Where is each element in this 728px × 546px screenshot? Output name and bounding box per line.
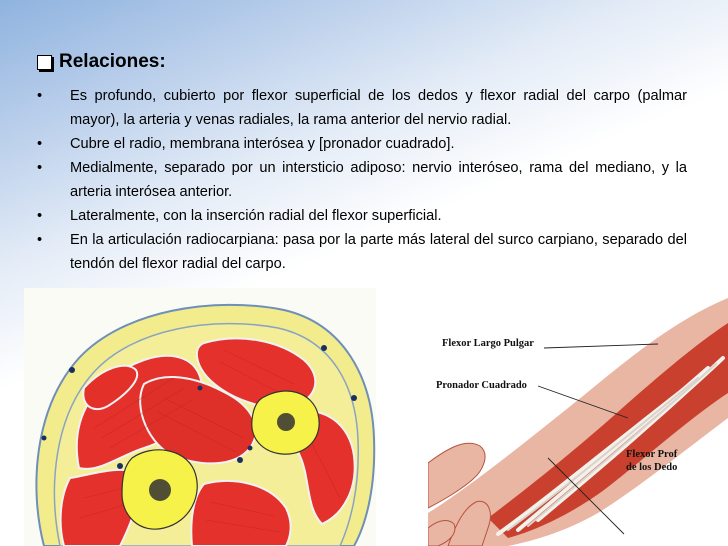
label-flexor-prof-line2: de los Dedo — [626, 462, 678, 473]
bullet-item: Es profundo, cubierto por flexor superfi… — [37, 84, 687, 132]
bullet-item: Medialmente, separado por un intersticio… — [37, 156, 687, 204]
section-heading: Relaciones: — [37, 51, 166, 73]
bullet-list: Es profundo, cubierto por flexor superfi… — [37, 84, 687, 276]
forearm-cross-section-illustration — [24, 288, 376, 546]
checkbox-bullet-icon — [37, 54, 52, 70]
bullet-item: En la articulación radiocarpiana: pasa p… — [37, 228, 687, 276]
label-flexor-largo-pulgar: Flexor Largo Pulgar — [442, 338, 534, 349]
label-flexor-prof-line1: Flexor Prof — [626, 449, 678, 460]
forearm-dissection-illustration — [428, 298, 728, 546]
bullet-item: Cubre el radio, membrana interósea y [pr… — [37, 132, 687, 156]
label-pronador-cuadrado: Pronador Cuadrado — [436, 380, 527, 391]
heading-text: Relaciones: — [59, 51, 166, 72]
bullet-item: Lateralmente, con la inserción radial de… — [37, 204, 687, 228]
